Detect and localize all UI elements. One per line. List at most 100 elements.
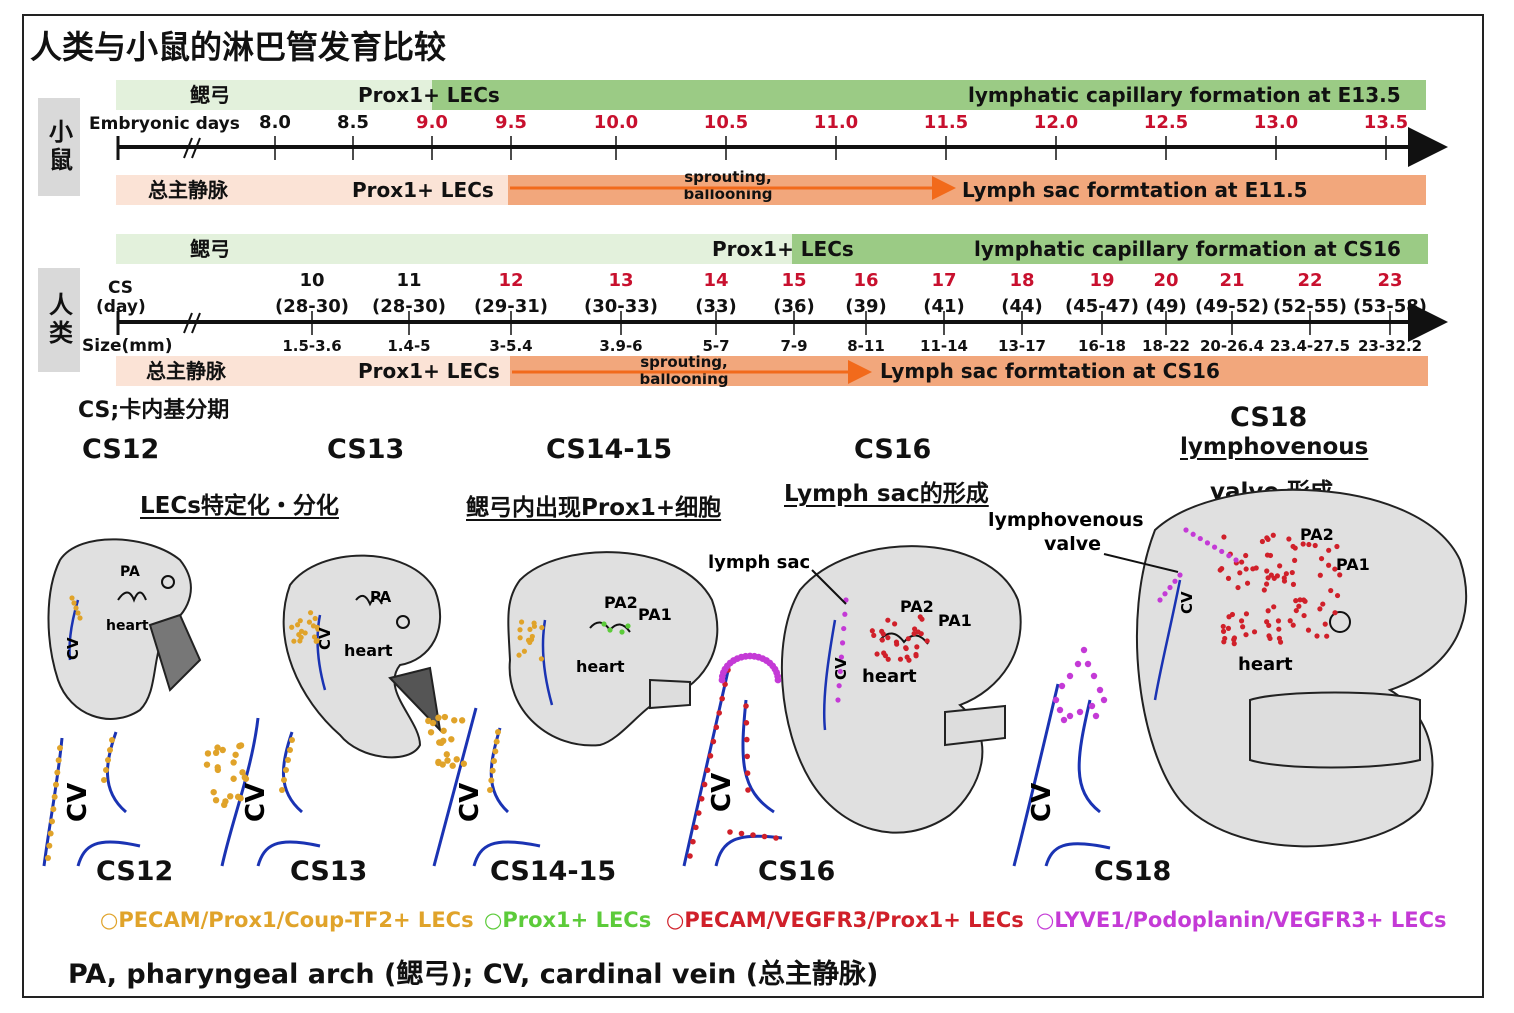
mouse-cv-label: 总主静脉 xyxy=(148,178,228,202)
yellow-lec-dot xyxy=(230,759,237,766)
red-lec-dot xyxy=(707,753,714,759)
cs12-pa-label: PA xyxy=(120,564,140,580)
yellow-lec-dot xyxy=(234,793,242,801)
human-pa-prox1-label: Prox1+ LECs xyxy=(712,237,854,261)
human-size-label: 5-7 xyxy=(702,337,730,355)
mouse-sprouting-label: sprouting, ballooning xyxy=(683,168,773,203)
cs14-umbilical xyxy=(649,678,691,710)
yellow-lec-dot xyxy=(283,767,289,773)
yellow-lec-dot xyxy=(438,739,445,747)
mouse-tick-label: 12.5 xyxy=(1143,112,1189,133)
red-lec-dot xyxy=(1332,566,1338,572)
human-cs-label: 12 xyxy=(498,270,524,291)
red-lec-dot xyxy=(1235,584,1241,591)
human-cs-label: 14 xyxy=(703,270,729,291)
yellow-lec-dot xyxy=(285,757,291,763)
red-lec-dot xyxy=(882,653,889,659)
red-lec-dot xyxy=(1243,552,1249,559)
purple-lec-dot xyxy=(1060,716,1068,724)
cs12-embryo-body xyxy=(47,538,192,720)
mouse-cv-band-light xyxy=(116,175,510,205)
human-day-label: (39) xyxy=(845,296,887,317)
purple-lec-dot xyxy=(1167,584,1173,591)
yellow-lec-dot xyxy=(77,615,83,621)
human-cs-label: 20 xyxy=(1153,270,1179,291)
purple-lec-dot xyxy=(1066,712,1074,720)
mouse-tick-marks xyxy=(274,136,1387,160)
yellow-lec-dot xyxy=(107,747,113,753)
yellow-lec-dot xyxy=(46,842,53,849)
cs13-eye xyxy=(396,615,410,629)
cs16-detail-cv-label: CV xyxy=(707,773,737,812)
green-lec-dot xyxy=(601,621,607,627)
red-lec-dot xyxy=(1332,610,1338,616)
red-lec-dot xyxy=(750,832,756,838)
purple-lec-dot xyxy=(839,640,846,646)
yellow-lec-dot xyxy=(237,742,245,749)
purple-lec-dot xyxy=(1056,706,1064,714)
red-lec-dot xyxy=(914,644,920,650)
cs18-detail-cv-right xyxy=(1077,699,1101,814)
red-lec-dot xyxy=(1263,581,1270,587)
red-lec-dot xyxy=(1271,604,1277,610)
human-size-label: 3-5.4 xyxy=(489,337,533,355)
red-lec-dot xyxy=(727,829,733,835)
yellow-lec-dot xyxy=(230,775,237,782)
cs12-detail-cv-branch xyxy=(76,840,141,867)
cs13-embryo-body xyxy=(282,554,441,759)
red-lec-dot xyxy=(1226,614,1232,620)
yellow-lec-dot xyxy=(297,638,303,644)
red-lec-dot xyxy=(1240,624,1246,630)
yellow-lec-dot xyxy=(517,635,523,641)
red-lec-dot xyxy=(1317,606,1323,612)
human-axis-break xyxy=(183,312,201,334)
human-day-label: (28-30) xyxy=(371,296,447,317)
cs13-detail-cv-branch xyxy=(256,840,321,867)
human-day-label: (45-47) xyxy=(1064,296,1140,317)
yellow-lec-dot xyxy=(440,727,447,734)
yellow-lec-dot xyxy=(527,626,533,633)
stage-cs16-bottom-label: CS16 xyxy=(758,856,836,887)
human-day-label: (33) xyxy=(695,296,737,317)
human-cs-label: 11 xyxy=(396,270,422,291)
purple-lec-dot xyxy=(1226,553,1232,559)
yellow-lec-dot xyxy=(306,619,313,625)
red-lec-dot xyxy=(1243,566,1249,572)
red-lec-dot xyxy=(1266,622,1272,629)
cs18-detail-cv-left xyxy=(1012,683,1060,867)
human-size-label: 18-22 xyxy=(1142,337,1190,355)
purple-lec-dot xyxy=(1052,696,1060,704)
yellow-lec-dot xyxy=(491,758,497,764)
stage-cs12-subtitle: LECs特定化・分化 xyxy=(140,493,339,519)
red-lec-dot xyxy=(904,654,910,660)
red-lec-dot xyxy=(1314,633,1320,639)
red-lec-dot xyxy=(1283,571,1289,577)
yellow-lec-dot xyxy=(287,747,293,753)
figure-frame xyxy=(22,14,1484,998)
human-cs-label: 18 xyxy=(1009,270,1035,291)
cs16-lymph-sac-label: lymph sac xyxy=(708,552,810,573)
human-cs-label: 22 xyxy=(1297,270,1323,291)
purple-lec-dot xyxy=(1090,672,1098,680)
mouse-axis-label: Embryonic days xyxy=(89,114,240,134)
human-cv-band-light xyxy=(116,356,512,386)
cs16-lymph-sac-pointer xyxy=(811,569,847,605)
mouse-pa-prox1-label: Prox1+ LECs xyxy=(358,83,500,107)
stage-cs16-subtitle: Lymph sac的形成 xyxy=(784,481,989,507)
yellow-lec-dot xyxy=(531,623,538,629)
yellow-lec-dot xyxy=(458,717,466,724)
purple-lec-dot xyxy=(1204,540,1211,546)
human-cs-label: 23 xyxy=(1377,270,1403,291)
human-side-label: 人类 xyxy=(38,268,80,372)
yellow-lec-dot xyxy=(443,751,450,758)
yellow-lec-dot xyxy=(239,769,246,776)
yellow-lec-dot xyxy=(313,638,319,644)
yellow-lec-dot xyxy=(488,777,495,784)
red-lec-dot xyxy=(1239,559,1245,565)
red-lec-dot xyxy=(874,651,880,657)
yellow-lec-dot xyxy=(210,788,217,796)
human-day-label: (36) xyxy=(773,296,815,317)
red-lec-dot xyxy=(1286,536,1292,542)
human-cs-label: 15 xyxy=(781,270,807,291)
mouse-tick-label: 10.5 xyxy=(703,112,749,133)
